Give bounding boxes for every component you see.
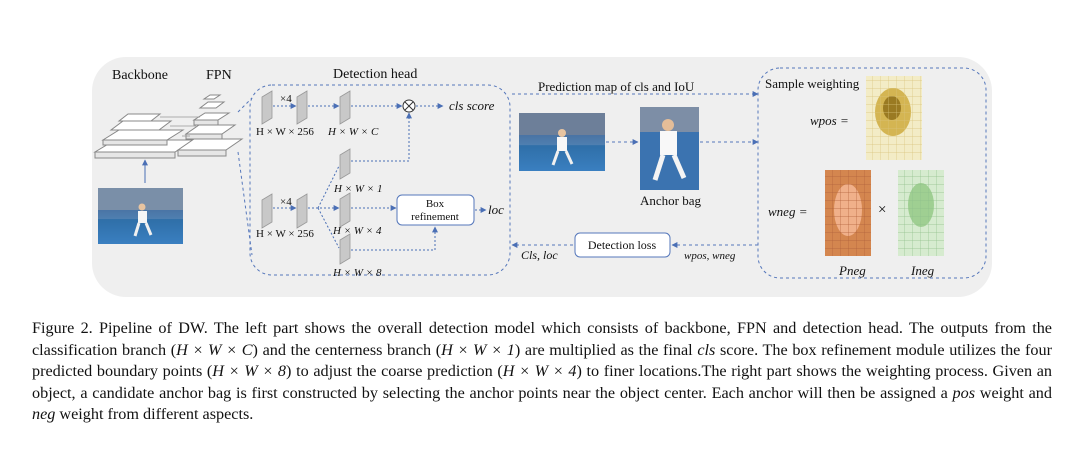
- caption-math: H × W × C: [176, 340, 253, 359]
- caption-math: H × W × 4: [502, 362, 577, 380]
- fpn-stack: [176, 94, 244, 157]
- wpos-eq-label: wpos =: [810, 113, 849, 128]
- reg-branch-layers: [261, 192, 351, 265]
- hw256-bottom-label: H × W × 256: [256, 228, 314, 240]
- x4-bottom-label: ×4: [280, 196, 292, 208]
- prediction-map-image: [519, 113, 605, 171]
- caption-neg: neg: [32, 405, 56, 423]
- centerness-layer: [339, 148, 351, 180]
- sample-weighting-label: Sample weighting: [765, 76, 860, 91]
- caption-text: ) and the centerness branch (: [252, 340, 442, 359]
- box-refinement-box: [396, 194, 475, 226]
- detection-head-label: Detection head: [333, 67, 417, 82]
- times-sign: ×: [878, 202, 886, 218]
- hw8-label: H × W × 8: [332, 267, 382, 279]
- loc-label: loc: [488, 202, 504, 217]
- input-image: [98, 188, 183, 244]
- box-refinement-line1: Box: [426, 198, 445, 210]
- wneg-eq-label: wneg =: [768, 204, 807, 219]
- caption-math: H × W × 1: [441, 340, 515, 359]
- backbone-label: Backbone: [112, 68, 168, 83]
- figure-caption: Figure 2. Pipeline of DW. The left part …: [32, 318, 1052, 426]
- fpn-to-head-link-bottom: [237, 151, 253, 256]
- caption-text: ) to finer locations.The right part show…: [32, 362, 1053, 402]
- backbone-stack: [93, 113, 197, 159]
- caption-text: weight from different aspects.: [55, 405, 254, 423]
- x4-top-label: ×4: [280, 93, 292, 105]
- sample-weighting-box: [757, 67, 987, 279]
- fpn-label: FPN: [206, 68, 232, 83]
- cls-branch-layers: [261, 90, 351, 125]
- pneg-heatmap: [825, 170, 871, 256]
- hw4-label: H × W × 4: [332, 225, 382, 237]
- pipeline-figure: Backbone FPN Detection head: [92, 57, 992, 297]
- caption-text: score. The box refinement module utilize…: [32, 340, 1052, 381]
- box-refinement-line2: refinement: [411, 211, 459, 223]
- ineg-heatmap: [898, 170, 944, 256]
- pneg-label: Pneg: [838, 263, 866, 278]
- anchor-bag-image: [640, 107, 699, 190]
- hw1-label: H × W × 1: [333, 183, 382, 195]
- hw256-top-label: H × W × 256: [256, 126, 314, 138]
- figure-panel: [92, 57, 992, 297]
- caption-math: H × W × 8: [212, 362, 287, 380]
- detection-loss-label: Detection loss: [588, 238, 657, 252]
- wpos-wneg-label: wpos, wneg: [684, 250, 736, 262]
- backbone-to-fpn-lines: [160, 116, 200, 137]
- multiply-node: [402, 99, 416, 113]
- hwc-label: H × W × C: [327, 126, 379, 138]
- cls-loc-label: Cls, loc: [521, 248, 558, 262]
- caption-text: ) are multiplied as the final: [514, 340, 698, 359]
- wpos-heatmap: [866, 76, 922, 160]
- detection-head-box: [249, 84, 511, 276]
- ineg-label: Ineg: [910, 263, 935, 278]
- prediction-map-label: Prediction map of cls and IoU: [538, 79, 695, 94]
- cls-score-label: cls score: [449, 98, 495, 113]
- caption-text: Figure 2. Pipeline of DW. The left part …: [32, 319, 1052, 359]
- anchor-bag-label: Anchor bag: [640, 193, 702, 208]
- caption-cls: cls: [697, 340, 716, 359]
- caption-pos: pos: [952, 383, 976, 402]
- caption-text: weight and: [975, 383, 1052, 402]
- detection-loss-box: [574, 232, 671, 258]
- caption-text: ) to adjust the coarse prediction (: [286, 362, 503, 380]
